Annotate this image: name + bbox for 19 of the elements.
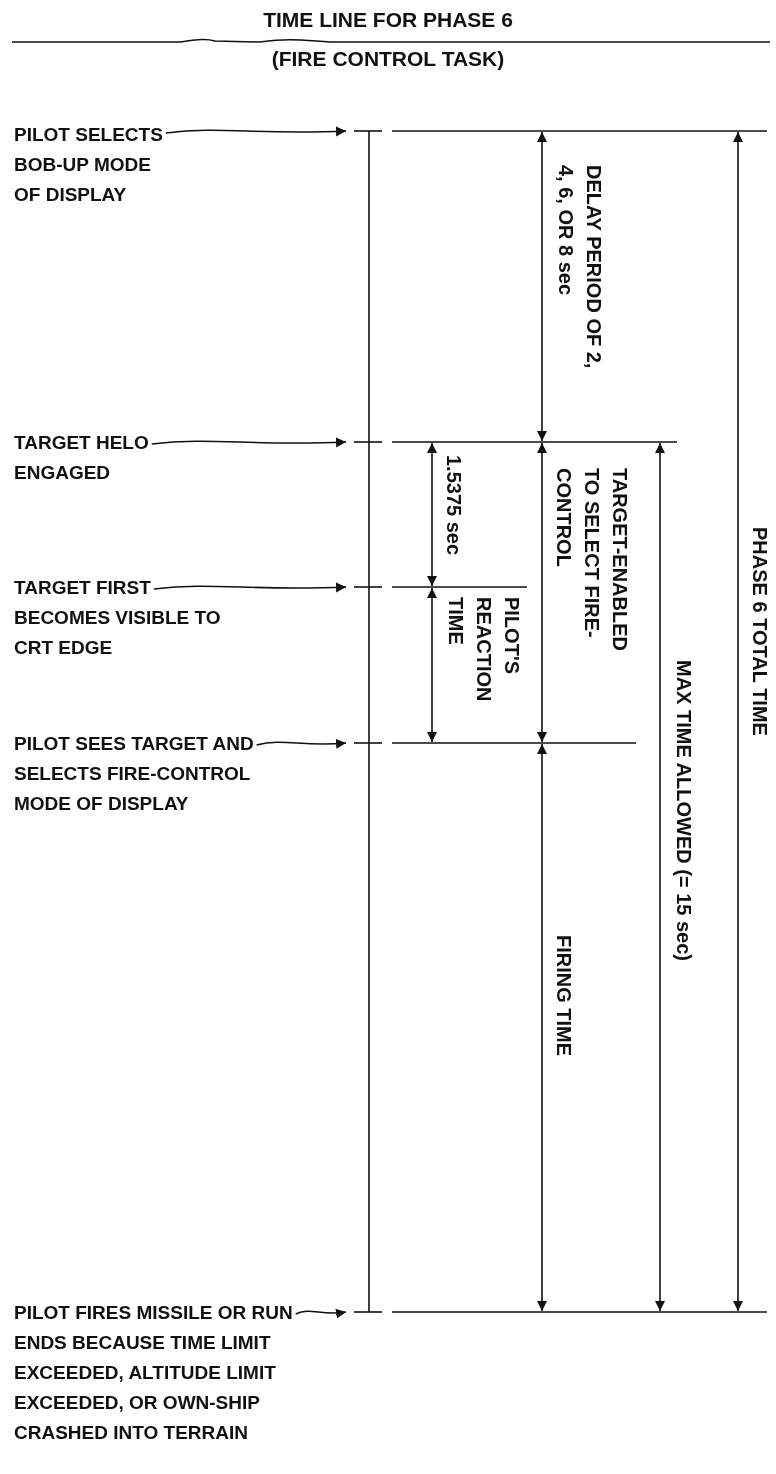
leader-arrow bbox=[150, 437, 347, 448]
leader-arrow bbox=[255, 738, 347, 749]
dimension-label: MAX TIME ALLOWED (= 15 sec) bbox=[672, 660, 696, 961]
event-text: TARGET HELO ENGAGED bbox=[14, 428, 150, 488]
subtitle: (FIRE CONTROL TASK) bbox=[271, 47, 505, 71]
dimension-label: FIRING TIME bbox=[552, 935, 576, 1057]
event-text: PILOT SEES TARGET AND SELECTS FIRE-CONTROL MODE OF DISPLAY bbox=[14, 729, 255, 819]
title: TIME LINE FOR PHASE 6 bbox=[263, 8, 513, 32]
leader-arrow bbox=[165, 126, 347, 137]
dimension-label: DELAY PERIOD OF 2, 4, 6, OR 8 sec bbox=[554, 165, 606, 370]
event-text: PILOT SELECTS BOB-UP MODE OF DISPLAY bbox=[14, 120, 164, 210]
leader-arrow bbox=[153, 582, 347, 593]
event-text: PILOT FIRES MISSILE OR RUN ENDS BECAUSE TIME LIMIT EXCEEDED, ALTITUDE LIMIT EXCEEDED, OR OWN-SHIP CRASHED INTO TERRAIN bbox=[14, 1298, 294, 1448]
dimension-label: 1.5375 sec bbox=[442, 455, 466, 556]
leader-arrow bbox=[294, 1308, 347, 1319]
dimension-label: TARGET-ENABLED TO SELECT FIRE-CONTROL bbox=[552, 468, 632, 653]
dimension-label: PILOT'S REACTION TIME bbox=[444, 597, 524, 704]
dimension-label: PHASE 6 TOTAL TIME bbox=[748, 527, 772, 736]
event-text: TARGET FIRST BECOMES VISIBLE TO CRT EDGE bbox=[14, 573, 222, 663]
